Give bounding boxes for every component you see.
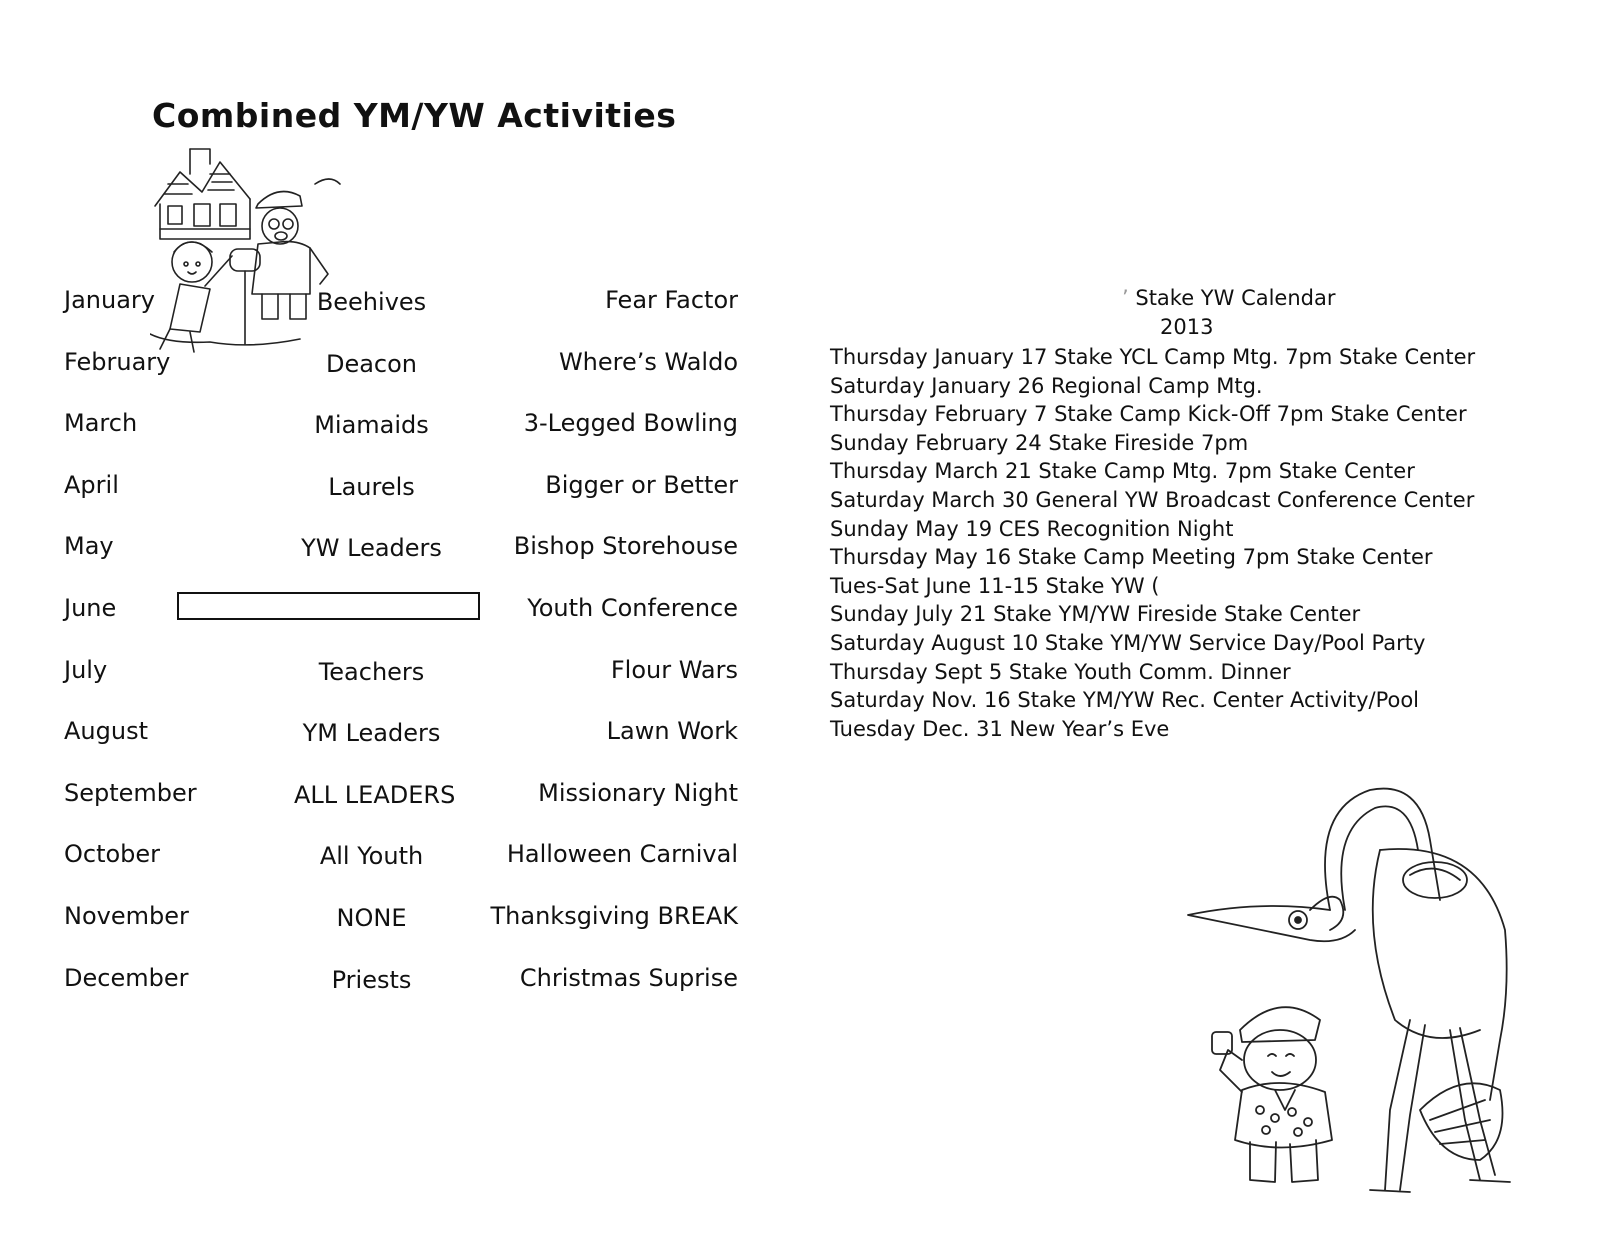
activity-row-september: September ALL LEADERS Missionary Night (64, 779, 754, 819)
activity-month: May (64, 532, 114, 561)
calendar-year: 2013 (1160, 315, 1214, 339)
activity-class: Priests (331, 965, 412, 994)
calendar-event: Thursday February 7 Stake Camp Kick-Off … (830, 402, 1467, 427)
activity-row-january: January Beehives Fear Factor (64, 286, 754, 326)
calendar-event: Saturday January 26 Regional Camp Mtg. (830, 373, 1263, 398)
activity-class: ALL LEADERS (294, 780, 456, 809)
activity-name: Youth Conference (527, 594, 738, 622)
activity-row-may: May YW Leaders Bishop Storehouse (64, 532, 754, 572)
calendar-header: ’ Stake YW Calendar (1122, 286, 1336, 310)
activity-month: January (64, 286, 155, 314)
calendar-event: Thursday March 21 Stake Camp Mtg. 7pm St… (830, 459, 1415, 484)
activity-name: Halloween Carnival (506, 840, 738, 869)
activity-name: Thanksgiving BREAK (490, 902, 739, 930)
calendar-event: Thursday May 16 Stake Camp Meeting 7pm S… (830, 545, 1433, 570)
calendar-event: Thursday Sept 5 Stake Youth Comm. Dinner (830, 659, 1291, 684)
activity-name: Christmas Suprise (519, 963, 738, 992)
activity-class: Miamaids (314, 411, 429, 440)
activity-month: October (64, 840, 161, 869)
activity-name: Flour Wars (610, 655, 738, 684)
activity-name: Where’s Waldo (558, 347, 738, 376)
activity-row-december: December Priests Christmas Suprise (64, 964, 754, 1004)
activity-name: Lawn Work (606, 717, 738, 746)
activity-month: December (64, 963, 189, 992)
activity-name: Bigger or Better (545, 470, 738, 499)
activity-class: All Youth (319, 842, 424, 871)
activity-month: June (64, 594, 117, 622)
activity-row-march: March Miamaids 3-Legged Bowling (64, 409, 754, 449)
activity-class: Deacon (325, 349, 418, 378)
activity-month: September (64, 778, 197, 807)
calendar-event: Sunday May 19 CES Recognition Night (830, 516, 1234, 541)
activity-row-april: April Laurels Bigger or Better (64, 471, 754, 511)
activity-name: Bishop Storehouse (513, 532, 738, 561)
activity-name: 3-Legged Bowling (523, 409, 738, 438)
activity-row-june: June Youth Conference (64, 592, 754, 634)
activity-class: NONE (336, 904, 407, 932)
activity-month: July (64, 655, 108, 684)
activity-month: August (64, 717, 148, 746)
calendar-event: Sunday July 21 Stake YM/YW Fireside Stak… (830, 602, 1361, 627)
blank-class-box (177, 592, 480, 620)
calendar-event: Thursday January 17 Stake YCL Camp Mtg. … (830, 345, 1476, 369)
activity-class: Laurels (328, 472, 415, 501)
calendar-event: Tues-Sat June 11-15 Stake YW ( (830, 573, 1160, 598)
activity-row-october: October All Youth Halloween Carnival (64, 840, 754, 880)
activity-row-february: February Deacon Where’s Waldo (64, 348, 754, 388)
calendar-event: Sunday February 24 Stake Fireside 7pm (830, 430, 1249, 455)
page-title: Combined YM/YW Activities (152, 96, 677, 135)
activity-month: April (64, 470, 119, 499)
calendar-event: Saturday March 30 General YW Broadcast C… (830, 487, 1475, 512)
activity-class: YW Leaders (301, 534, 442, 563)
activity-name: Missionary Night (538, 778, 738, 807)
activity-name: Fear Factor (605, 286, 738, 314)
kevin-bird-and-russell-icon (1187, 787, 1511, 1193)
calendar-event: Saturday Nov. 16 Stake YM/YW Rec. Center… (830, 688, 1420, 713)
activity-month: February (64, 347, 171, 376)
activity-row-august: August YM Leaders Lawn Work (64, 717, 754, 757)
calendar-event-list: Thursday January 17 Stake YCL Camp Mtg. … (830, 343, 1475, 743)
activity-class: YM Leaders (302, 719, 441, 748)
calendar-event: Saturday August 10 Stake YM/YW Service D… (830, 630, 1426, 655)
house-with-carl-and-ellie-icon (150, 148, 341, 353)
activity-class: Beehives (316, 288, 427, 316)
calendar-event: Tuesday Dec. 31 New Year’s Eve (830, 716, 1170, 741)
activity-month: March (64, 409, 138, 438)
activity-row-november: November NONE Thanksgiving BREAK (64, 902, 754, 942)
cut-off-mark: ’ (1122, 286, 1136, 310)
activity-class: Teachers (318, 657, 425, 686)
activity-row-july: July Teachers Flour Wars (64, 656, 754, 696)
calendar-header-text: Stake YW Calendar (1135, 286, 1336, 310)
activity-month: November (64, 902, 189, 930)
